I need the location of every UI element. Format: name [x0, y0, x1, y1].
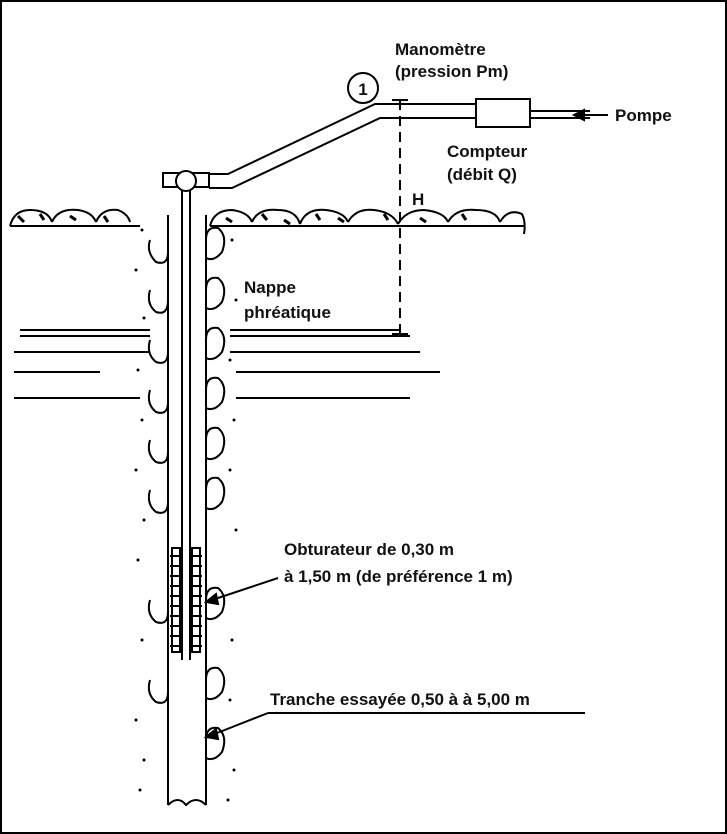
borehole-bottom: [167, 799, 207, 807]
meter-label-line1: Compteur: [447, 142, 528, 161]
pump-label: Pompe: [615, 106, 672, 125]
soil-texture: [134, 228, 238, 802]
well-head: [162, 170, 210, 192]
packer-label-line2: à 1,50 m (de préférence 1 m): [284, 567, 513, 586]
head-dimension: [392, 99, 408, 335]
borehole-wall-right: [205, 215, 226, 805]
ground-surface: [9, 208, 526, 235]
gauge-label-line1: Manomètre: [395, 40, 486, 59]
water-table: [14, 329, 440, 399]
packer: [170, 547, 202, 653]
head-label: H: [412, 190, 424, 209]
pump-arrow: [571, 108, 608, 122]
gauge-symbol: 1: [358, 80, 367, 99]
water-table-label-line1: Nappe: [244, 278, 296, 297]
borehole-wall-left: [147, 215, 169, 805]
gauge-label-line2: (pression Pm): [395, 62, 508, 81]
meter-label-line2: (débit Q): [447, 165, 517, 184]
packer-label-line1: Obturateur de 0,30 m: [284, 540, 454, 559]
flow-meter: [475, 98, 531, 128]
pressure-gauge: 1: [347, 72, 379, 104]
leader-lines: [203, 577, 585, 741]
test-section-label: Tranche essayée 0,50 à à 5,00 m: [270, 690, 530, 709]
injection-pipe: [181, 190, 191, 660]
water-table-label-line2: phréatique: [244, 303, 331, 322]
